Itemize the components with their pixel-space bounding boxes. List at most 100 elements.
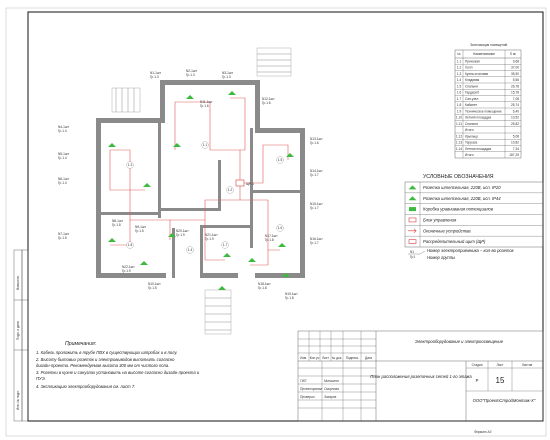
distribution-panel-icon xyxy=(408,239,417,244)
room-area-cell: 187,25 xyxy=(509,153,519,157)
room-name-cell: Кухня-столовая xyxy=(465,72,488,76)
note-line: ПУЭ. xyxy=(36,376,46,381)
socket xyxy=(108,238,116,242)
room-area-cell: 6,40 xyxy=(513,109,519,113)
socket xyxy=(173,143,181,147)
device-tag: N21-1шт xyxy=(205,233,218,237)
room-area-cell: 10,82 xyxy=(511,141,519,145)
socket xyxy=(286,153,294,157)
room-name-cell: Кладовая xyxy=(465,78,480,82)
device-tag: N20-1шт xyxy=(176,229,189,233)
panel-label: ЩР-1 xyxy=(246,182,254,186)
socket xyxy=(228,91,236,95)
socket xyxy=(143,183,151,187)
side-stamp: Взам.инв. Подп. и дата Инв. № подл. xyxy=(13,249,29,422)
title-block: Изм. Кол.уч Лист № док. Подпись Дата ГИП… xyxy=(297,330,544,422)
legend-item-label: Распределительный щит (ЩР) xyxy=(423,239,486,244)
room-name-cell: Крыльцо xyxy=(465,134,478,138)
wiring xyxy=(109,97,289,266)
device-tag: N14-1шт xyxy=(310,169,323,173)
room-name-cell: Терраса xyxy=(465,141,477,145)
room-no-cell: 1.7 xyxy=(457,97,462,101)
room-name-cell: Гардероб xyxy=(465,91,479,95)
room-no-cell: 1.3 xyxy=(457,72,462,76)
explication-title: Экспликация помещений xyxy=(470,43,508,47)
room-area-cell: 25,74 xyxy=(511,103,519,107)
room-no-cell: 1.5 xyxy=(457,84,462,88)
explication-header: S м² xyxy=(510,52,516,56)
device-tag: N12-1шт xyxy=(262,97,275,101)
room-number: 1.8 xyxy=(128,243,133,247)
tb-drawing-title: План расположения розеточных сетей 1-го … xyxy=(370,374,472,379)
legend-item-label: Оконечные устройства xyxy=(423,228,471,233)
room-number: 1.6 xyxy=(278,226,283,230)
device-tag-group: Гр.1.5 xyxy=(58,236,67,240)
device-tag-group: Гр.1.6 xyxy=(262,101,271,105)
room-number: 1.2 xyxy=(228,188,233,192)
room-name-cell: Летняя площадка xyxy=(465,147,491,151)
tb-sheet-header: Лист xyxy=(497,363,504,367)
tb-col-header: Подпись xyxy=(346,356,359,360)
exterior-walls xyxy=(96,80,305,278)
device-tag: N2-1шт xyxy=(186,69,197,73)
room-no-cell: 1.12 xyxy=(456,134,462,138)
room-no-cell: 1.8 xyxy=(457,103,462,107)
tb-role: Проверил xyxy=(300,395,315,399)
floor-plan: ЩР-1 1.1 1.2 1.3 1.4 xyxy=(58,47,323,335)
device-tag-group: Гр.1.4 xyxy=(58,129,67,133)
socket xyxy=(168,233,176,237)
room-area-cell: 37,00 xyxy=(511,66,519,70)
device-tag: N3-1шт xyxy=(222,71,233,75)
tb-project-title: Электрооборудование и электроосвещение xyxy=(415,339,504,344)
device-tag-group: Гр.1.3 xyxy=(222,75,231,79)
socket xyxy=(278,243,286,247)
device-tag-group: Гр.1.7 xyxy=(310,173,319,177)
device-tag-group: Гр.1.9 xyxy=(122,269,131,273)
south-stairs xyxy=(204,289,232,335)
control-unit-icon xyxy=(408,217,417,223)
socket xyxy=(108,143,116,147)
socket xyxy=(186,95,194,99)
room-area-cell: 5,56 xyxy=(513,78,519,82)
device-tag: N4-1шт xyxy=(58,125,69,129)
device-tag-group: Гр.1.5 xyxy=(135,229,144,233)
device-tag-group: Гр.1.6 xyxy=(200,104,209,108)
device-tag-group: Гр.1.4 xyxy=(58,156,67,160)
room-no-cell: 1.11 xyxy=(456,122,462,126)
tb-col-header: Кол.уч xyxy=(310,356,320,360)
device-tag: N19-1шт xyxy=(285,292,298,296)
device-tag: N11-1шт xyxy=(200,100,213,104)
device-tag: N7-1шт xyxy=(58,232,69,236)
legend-item-label: Блок управления xyxy=(423,217,457,222)
end-device-icon xyxy=(408,228,417,233)
device-tag-group: Гр.1.9 xyxy=(176,233,185,237)
note-line: 2. Высоту бытовых розеток и электровывод… xyxy=(35,357,175,362)
tb-stage-value: Р xyxy=(476,378,479,383)
room-no-cell: 1.1 xyxy=(457,59,462,63)
note-line: 1. Кабель проложить в трубе ПВХ в сущест… xyxy=(36,350,177,355)
room-no-cell: 1.10 xyxy=(456,116,462,120)
device-tag: N9-1шт xyxy=(135,225,146,229)
legend-tag-sample: N1 xyxy=(410,250,414,254)
device-tag: N8-1шт xyxy=(112,219,123,223)
room-no-cell: 1.2 xyxy=(457,66,462,70)
tb-role: ГИП xyxy=(300,379,307,383)
room-name-cell: Холл xyxy=(465,66,473,70)
room-name-cell: Летняя площадка xyxy=(465,116,491,120)
tb-stage-header: Стадия xyxy=(472,363,483,367)
room-no-cell: 1.4 xyxy=(457,78,462,82)
format-label: Формат А3 xyxy=(474,430,492,434)
device-tag-group: Гр.1.8 xyxy=(258,286,267,290)
socket xyxy=(218,286,226,290)
room-numbers: 1.1 1.2 1.3 1.4 1.5 1.6 1.7 1.8 xyxy=(126,141,284,254)
notes-title: Примечания: xyxy=(65,341,97,347)
room-no-cell: 1.14 xyxy=(456,147,462,151)
tb-sheets-header: Листов xyxy=(522,363,533,367)
legend-item-label: Розетка штепсельная, 220В, исп. IP20 xyxy=(423,185,501,190)
explication-table: Экспликация помещений № Наименование S м… xyxy=(454,43,522,159)
room-number: 1.1 xyxy=(203,143,208,147)
socket-ip20-icon xyxy=(408,185,417,190)
device-tags: N1-1шт Гр.1.3 N2-1шт Гр.1.3 N3-1шт Гр.1.… xyxy=(58,69,323,300)
device-tag-group: Гр.1.5 xyxy=(112,223,121,227)
